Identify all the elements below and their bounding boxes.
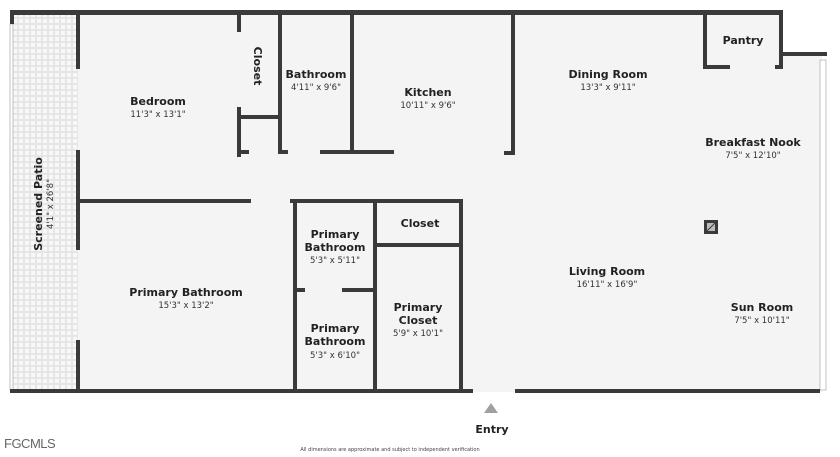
room-name: Kitchen	[404, 86, 451, 99]
disclaimer-wrapper: All dimensions are approximate and subje…	[0, 447, 840, 453]
room-name: Living Room	[569, 265, 645, 278]
disclaimer: All dimensions are approximate and subje…	[300, 447, 480, 453]
room-name: Primary Bathroom	[129, 286, 242, 299]
room-dimensions: 11'3" x 13'1"	[130, 110, 185, 120]
room-name: Primary	[394, 301, 443, 314]
room-name: Pantry	[723, 34, 764, 47]
window	[9, 23, 14, 391]
room-dimensions: 7'5" x 10'11"	[734, 316, 789, 326]
logo: FGCMLS	[4, 436, 56, 451]
room-name: Bedroom	[130, 95, 186, 108]
room-name: Bathroom	[305, 241, 366, 254]
room-name: Bathroom	[305, 335, 366, 348]
room-dimensions: 5'3" x 6'10"	[310, 351, 360, 361]
window	[819, 59, 827, 391]
fireplace-icon	[704, 220, 718, 234]
room-name: Breakfast Nook	[705, 136, 801, 149]
room-name: Dining Room	[568, 68, 647, 81]
walls	[10, 10, 827, 393]
room-name: Screened Patio	[32, 157, 45, 251]
room-dimensions: 16'11" x 16'9"	[577, 280, 638, 290]
entry-label: Entry	[475, 423, 508, 436]
room-name: Primary	[311, 228, 360, 241]
room-dimensions: 15'3" x 13'2"	[158, 301, 213, 311]
room-dimensions: 5'3" x 5'11"	[310, 256, 360, 266]
room-name: Closet	[399, 314, 438, 327]
entry-arrow-icon	[484, 403, 498, 413]
room-dimensions: 4'1" x 26'8"	[46, 179, 56, 229]
patio-floor	[12, 14, 78, 391]
room-name: Primary	[311, 322, 360, 335]
room-name: Closet	[401, 217, 440, 230]
room-dimensions: 10'11" x 9'6"	[400, 101, 455, 111]
room-name: Closet	[251, 47, 264, 86]
room-dimensions: 13'3" x 9'11"	[580, 83, 635, 93]
room-dimensions: 7'5" x 12'10"	[725, 151, 780, 161]
room-name: Bathroom	[286, 68, 347, 81]
room-dimensions: 5'9" x 10'1"	[393, 329, 443, 339]
room-name: Sun Room	[731, 301, 793, 314]
room-dimensions: 4'11" x 9'6"	[291, 83, 341, 93]
